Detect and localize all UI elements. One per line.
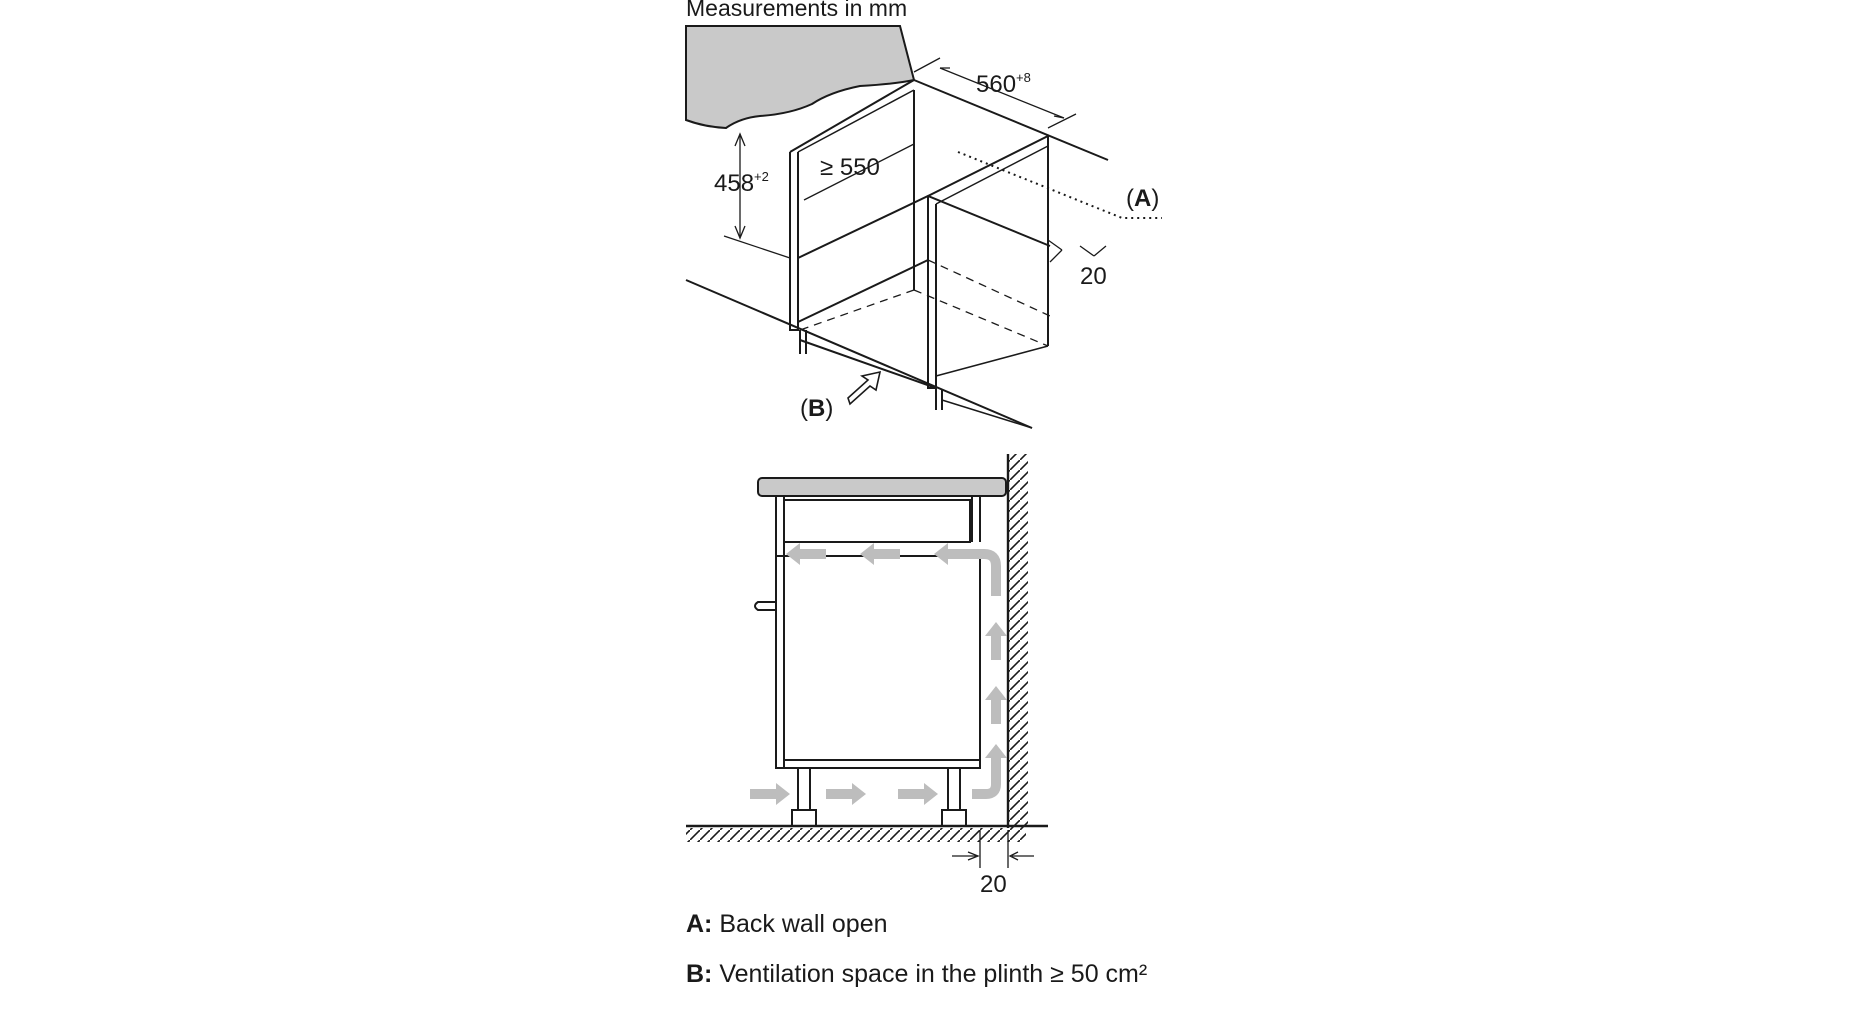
callout-a: (A) xyxy=(1126,185,1159,212)
niche-3d-view xyxy=(685,25,1162,429)
airflow-arrow-icon xyxy=(826,783,866,805)
section-view xyxy=(686,454,1048,868)
airflow-arrow-icon xyxy=(985,622,1007,660)
legend-item-a: A: Back wall open xyxy=(686,910,888,939)
airflow-bend-bottom xyxy=(972,774,1001,799)
airflow-arrow-icon xyxy=(985,744,1007,778)
airflow-arrow-icon xyxy=(750,783,790,805)
airflow-bend-top xyxy=(964,549,1001,596)
dim-rear-gap-bottom: 20 xyxy=(980,871,1007,898)
airflow-arrow-icon xyxy=(786,543,826,565)
callout-b: (B) xyxy=(800,395,833,422)
plinth-vent-arrow-icon xyxy=(847,370,882,406)
worktop-section xyxy=(757,477,1007,497)
airflow-arrows xyxy=(750,543,1007,805)
legend-item-b: B: Ventilation space in the plinth ≥ 50 … xyxy=(686,960,1147,989)
airflow-arrow-icon xyxy=(985,686,1007,724)
airflow-arrow-icon xyxy=(860,543,900,565)
worktop-3d xyxy=(685,25,916,130)
dim-depth: ≥ 550 xyxy=(820,154,880,181)
dim-width: 560+8 xyxy=(976,70,1031,98)
airflow-arrow-icon xyxy=(934,543,964,565)
legend-key-a: A: xyxy=(686,910,713,938)
legend-text-a: Back wall open xyxy=(719,910,888,938)
airflow-arrow-icon xyxy=(898,783,938,805)
measurements-note: Measurements in mm xyxy=(686,0,907,21)
legend-text-b: Ventilation space in the plinth ≥ 50 cm² xyxy=(719,960,1148,988)
dim-height: 458+2 xyxy=(714,169,769,197)
dim-rear-gap-top: 20 xyxy=(1080,263,1107,290)
legend-key-b: B: xyxy=(686,960,713,988)
